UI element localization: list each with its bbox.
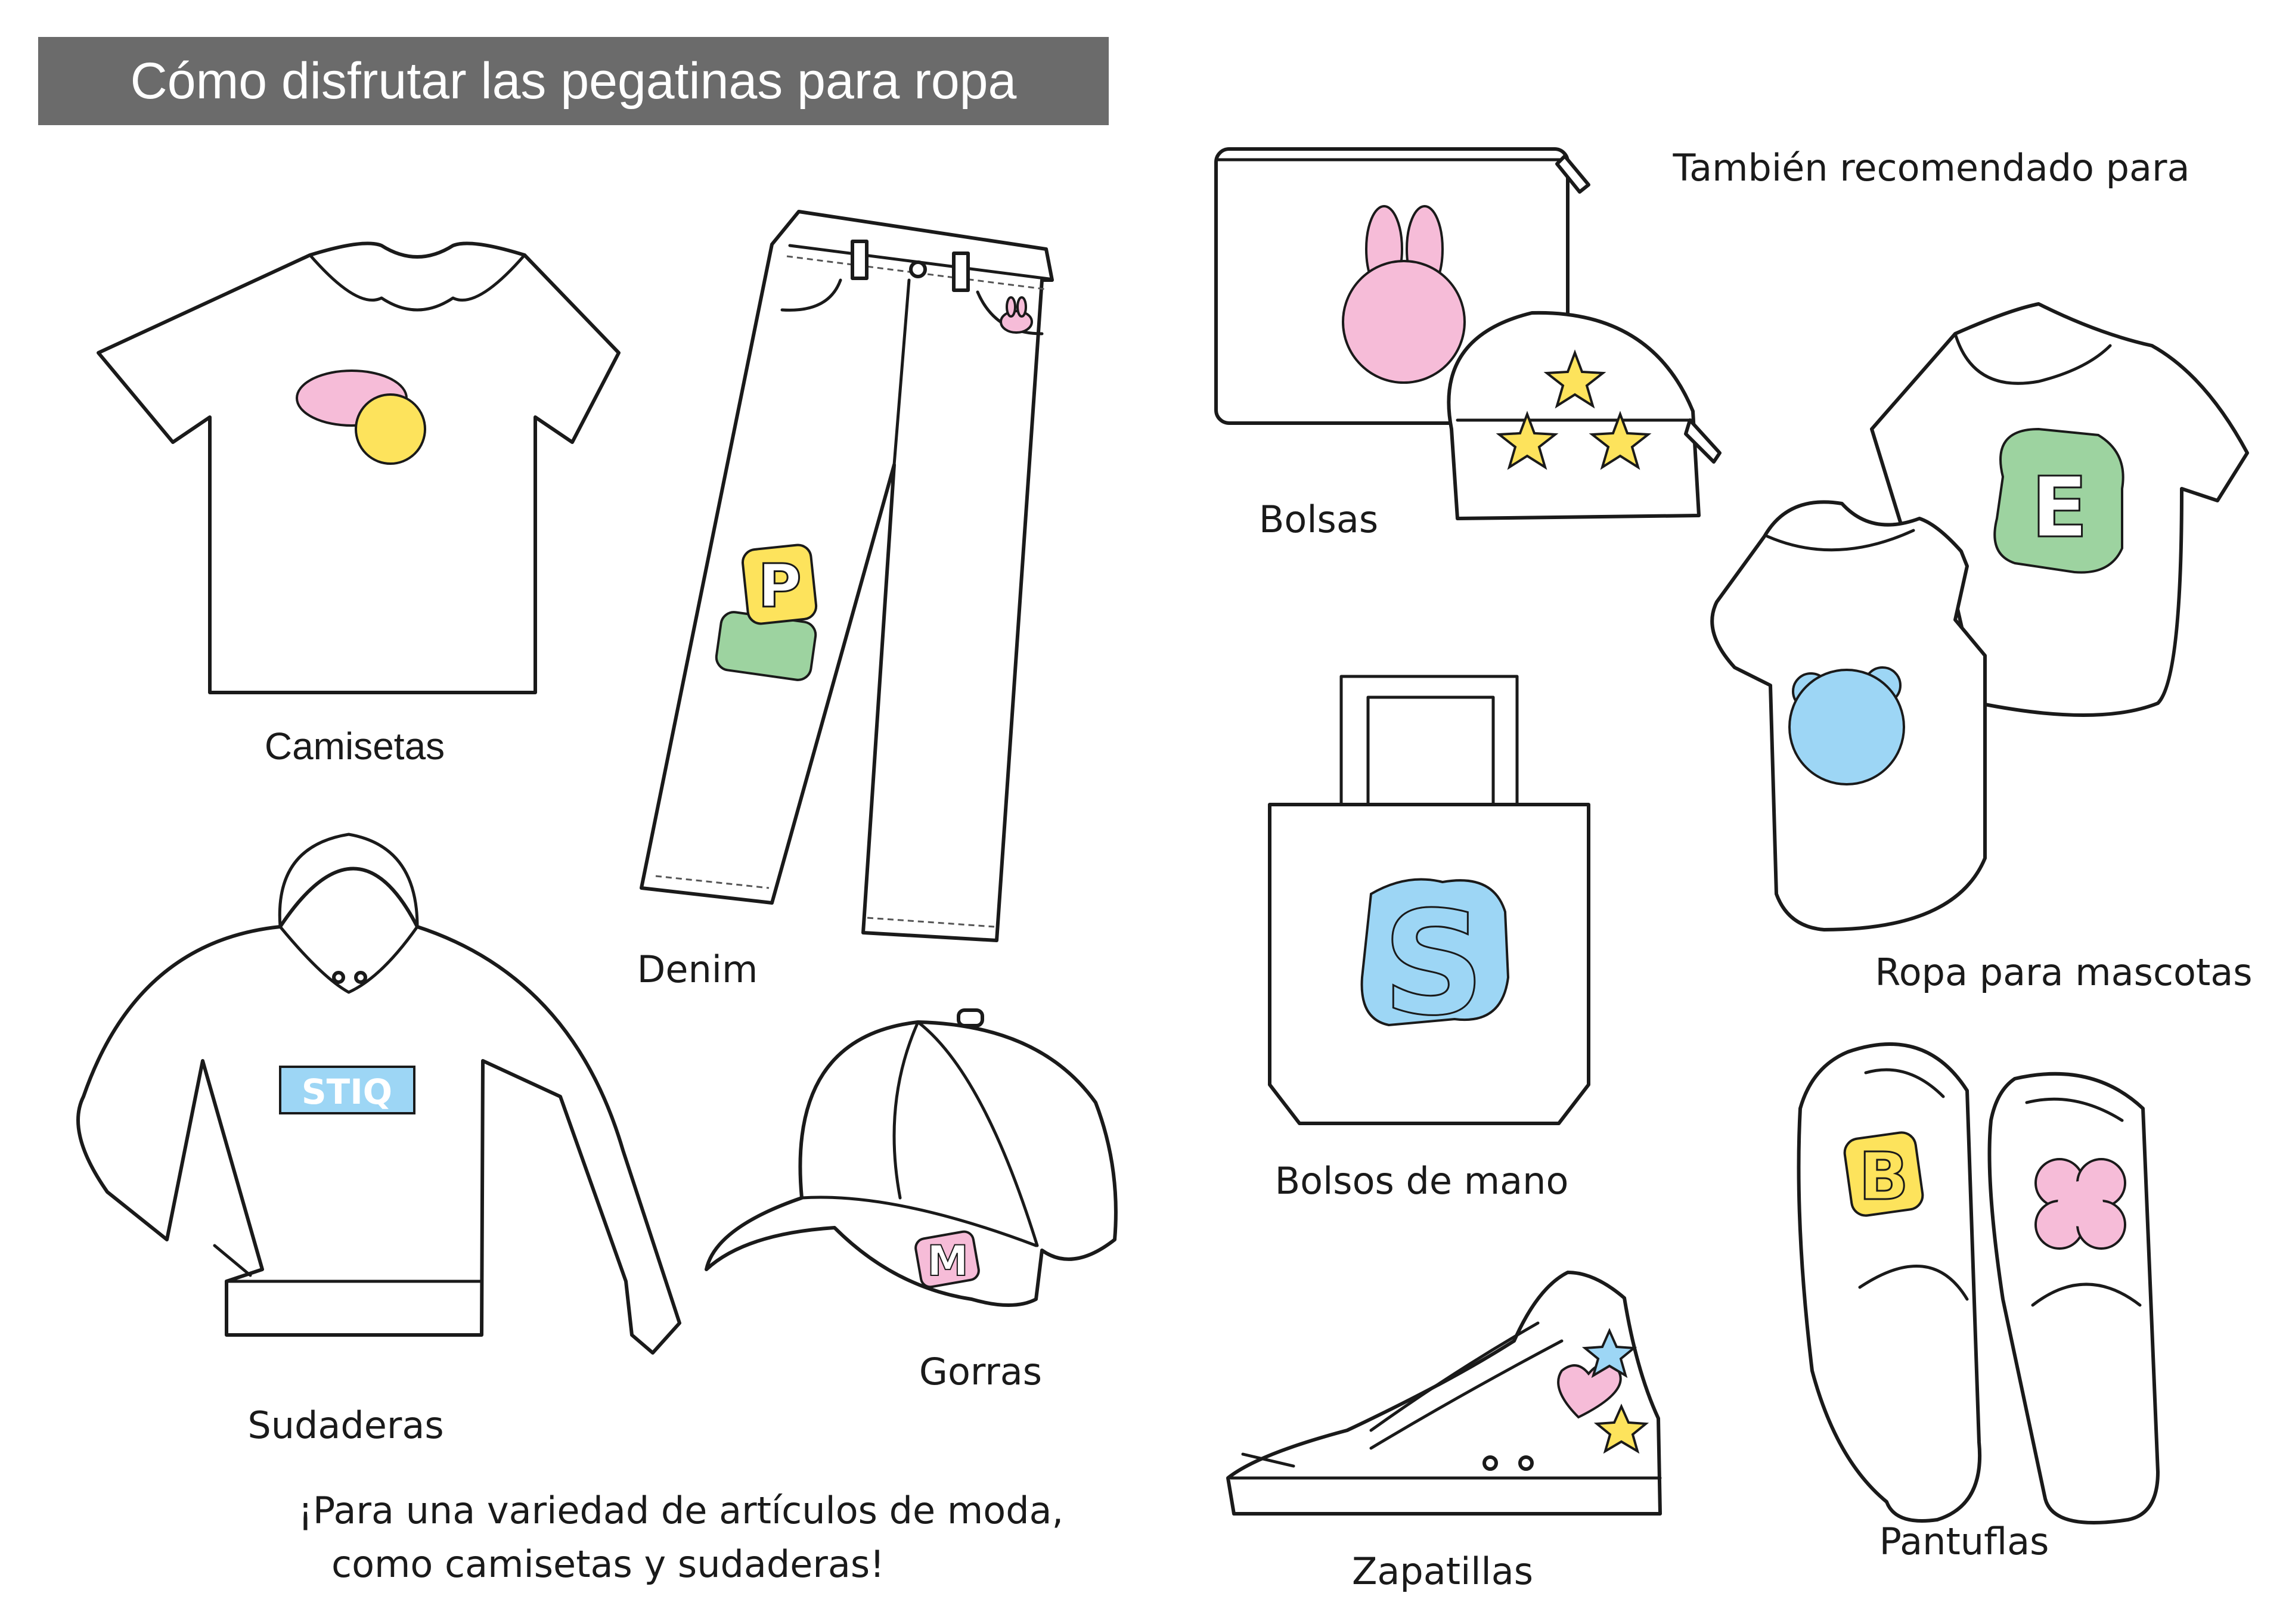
pet-letter-sticker: [1993, 427, 2124, 574]
hoodie-illustration: STIQ: [76, 833, 681, 1355]
star-icon: [1496, 411, 1559, 470]
cap-letter-sticker: [914, 1230, 980, 1288]
flower-sticker: [2034, 1158, 2126, 1250]
pet-letter: E: [2031, 459, 2088, 557]
star-icon: [1593, 1403, 1649, 1454]
label-gorras: Gorras: [919, 1350, 1043, 1393]
hoodie-logo-text: STIQ: [302, 1072, 392, 1112]
star-icon: [1589, 411, 1652, 470]
tote-letter: S: [1382, 880, 1485, 1047]
jeans-illustration: P: [640, 210, 1054, 942]
page-title: Cómo disfrutar las pegatinas para ropa: [130, 52, 1017, 110]
title-banner: Cómo disfrutar las pegatinas para ropa: [38, 37, 1109, 125]
cap-illustration: M: [705, 1008, 1118, 1307]
tote-bag-illustration: S: [1268, 675, 1590, 1125]
label-pantuflas: Pantuflas: [1879, 1520, 2049, 1563]
tagline: ¡Para una variedad de artículos de moda,…: [298, 1484, 1064, 1591]
label-also-recommended: También recomendado para: [1673, 146, 2190, 190]
jeans-letter: P: [758, 551, 801, 621]
jeans-letter-sticker: [742, 544, 818, 625]
label-denim: Denim: [637, 948, 758, 991]
tshirt-illustration: [97, 241, 621, 694]
label-zapatillas: Zapatillas: [1351, 1550, 1534, 1593]
tote-letter-sticker: [1360, 878, 1510, 1027]
slipper-letter: B: [1859, 1138, 1909, 1215]
star-icon: [1581, 1328, 1637, 1378]
pet-bear-sticker: [1788, 666, 1905, 785]
jeans-bunny-sticker: [1000, 296, 1033, 334]
heart-sticker: [1557, 1362, 1622, 1419]
tshirt-yellow-sticker: [355, 393, 426, 465]
slipper-letter-sticker: [1843, 1131, 1924, 1217]
label-camisetas: Camisetas: [264, 725, 445, 768]
label-sudaderas: Sudaderas: [247, 1403, 444, 1447]
bag-bunny-sticker: [1342, 205, 1466, 384]
slippers-illustration: B: [1797, 1042, 2160, 1524]
tagline-line-1: ¡Para una variedad de artículos de moda,: [298, 1489, 1064, 1532]
label-ropa-mascotas: Ropa para mascotas: [1875, 951, 2253, 994]
cap-letter: M: [927, 1237, 969, 1285]
hoodie-logo-sticker: [279, 1066, 415, 1114]
tagline-line-2: como camisetas y sudaderas!: [331, 1542, 885, 1586]
label-bolsas: Bolsas: [1258, 498, 1379, 541]
label-bolsos-mano: Bolsos de mano: [1274, 1159, 1569, 1203]
sneaker-illustration: [1226, 1271, 1662, 1516]
bags-illustration: [1214, 147, 1722, 520]
pet-clothes-illustration: E: [1710, 302, 2249, 931]
star-icon: [1543, 349, 1606, 409]
